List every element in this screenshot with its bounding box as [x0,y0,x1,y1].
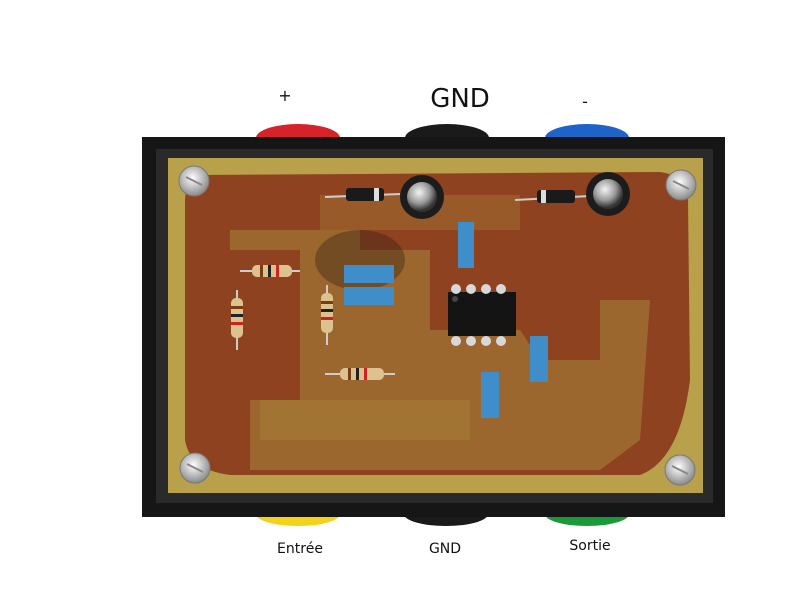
capacitor-right [586,172,630,216]
op-amp-chip [448,284,516,346]
blue-capacitor [458,222,474,268]
blue-capacitor [481,372,499,418]
gnd-label-top: GND [430,84,490,114]
blue-capacitor [344,287,394,305]
screw-icon [178,165,210,197]
diode-left [324,188,401,201]
gnd-label-bottom: GND [428,541,462,557]
screw-icon [179,452,211,484]
input-label: Entrée [277,541,323,557]
blue-capacitor [530,336,548,382]
capacitor-left [400,175,444,219]
resistor [325,368,395,380]
screw-icon [665,169,697,201]
plus-label: + [278,86,292,105]
minus-label: - [582,92,588,111]
resistor [321,285,333,345]
resistor [240,265,300,277]
diode-right [514,190,591,203]
output-label: Sortie [569,538,611,554]
resistor [231,290,243,350]
screw-icon [664,454,696,486]
blue-capacitor [344,265,394,283]
